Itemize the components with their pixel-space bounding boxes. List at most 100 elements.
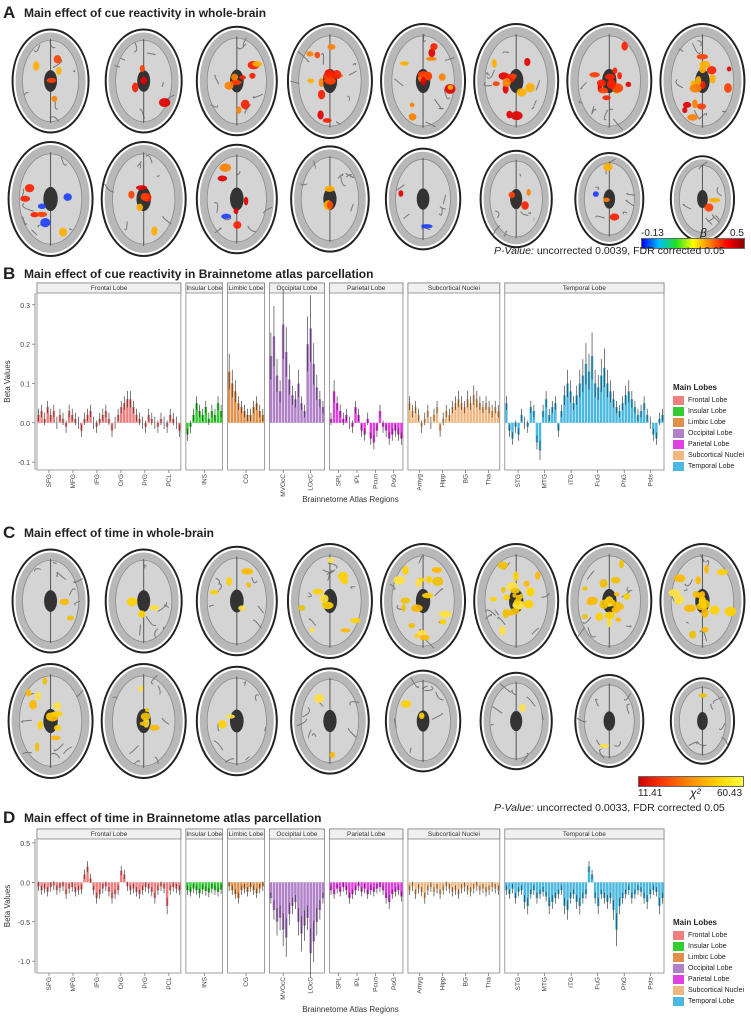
bar <box>321 882 325 899</box>
bar <box>658 882 661 906</box>
bar <box>372 422 376 443</box>
legend-swatch <box>673 997 684 1006</box>
bar <box>372 882 376 892</box>
x-tick-label: IFG <box>94 977 101 988</box>
bar <box>584 882 588 895</box>
legend-label: Limbic Lobe <box>688 419 726 426</box>
facet-label: Occipital Lobe <box>276 831 318 838</box>
bar <box>581 375 585 423</box>
bar <box>269 355 273 423</box>
y-tick-label: 0.2 <box>20 342 30 349</box>
lobe-facet: Parietal Lobe <box>329 828 404 974</box>
bar <box>463 407 466 423</box>
x-tick-label: ITG <box>568 474 575 485</box>
brain-slice <box>100 141 187 257</box>
bar <box>547 882 551 906</box>
facet-label: Limbic Lobe <box>228 831 263 838</box>
x-tick-label: CG <box>243 977 250 987</box>
lobe-facet: Occipital Lobe <box>269 828 325 979</box>
brain-row-a2 <box>4 138 749 260</box>
x-tick-label: CG <box>243 474 250 484</box>
legend-swatch <box>673 953 684 962</box>
bar <box>612 399 615 423</box>
bar <box>572 403 575 423</box>
brain-slice <box>566 23 653 139</box>
bar <box>284 352 288 423</box>
x-tick-label: IPL <box>354 474 361 484</box>
bar <box>645 882 649 903</box>
bar <box>318 882 322 910</box>
y-tick-label: 0.3 <box>20 303 30 310</box>
brain-row-c1 <box>4 540 749 662</box>
bar <box>297 383 300 423</box>
lobe-facet: Subcortical Nuclei <box>407 282 501 471</box>
facet-label: Parietal Lobe <box>347 285 386 292</box>
bar <box>514 882 517 899</box>
bar <box>438 882 442 895</box>
lobe-facet: Temporal Lobe <box>504 828 665 974</box>
panel-d-title: Main effect of time in Brainnetome atlas… <box>24 811 322 825</box>
bar <box>204 407 208 423</box>
brain-slice <box>7 663 94 779</box>
lobe-facet: Parietal Lobe <box>329 282 404 471</box>
bar <box>132 407 135 423</box>
x-tick-label: MFG <box>70 474 77 488</box>
bar <box>369 422 373 439</box>
panel-letter-a: A <box>3 3 16 22</box>
bar <box>603 367 606 423</box>
legend-item: Temporal Lobe <box>673 461 744 472</box>
legend-swatch <box>673 396 684 405</box>
bar <box>150 882 154 892</box>
bar <box>119 407 123 423</box>
y-tick-label: 0.0 <box>20 421 30 428</box>
pvalue-a-label: P-Value: <box>494 245 534 257</box>
brain-slice <box>574 674 645 768</box>
x-tick-label: LOcC <box>308 977 315 994</box>
brain-slice <box>384 669 462 773</box>
bar <box>554 403 557 423</box>
x-tick-label: FuG <box>595 977 602 990</box>
colorbar-a <box>641 238 745 249</box>
legend-item: Subcortical Nuclei <box>673 985 744 996</box>
x-tick-label: MTG <box>542 977 549 991</box>
bar <box>315 882 319 922</box>
bar <box>615 882 618 930</box>
brain-slice <box>479 671 553 771</box>
x-tick-label: Tha <box>485 977 492 989</box>
legend-label: Insular Lobe <box>688 408 727 415</box>
brain-slice <box>104 28 183 134</box>
bar <box>291 882 294 906</box>
axial-slices-c-bottom <box>7 663 736 779</box>
bar <box>216 882 220 892</box>
lobe-facet: Frontal Lobe <box>36 828 182 974</box>
bar <box>129 399 132 423</box>
bar <box>487 407 491 423</box>
bar <box>288 379 291 423</box>
bar <box>300 403 303 423</box>
bar <box>593 882 597 899</box>
x-tick-label: PhG <box>621 474 628 487</box>
bar <box>246 882 249 892</box>
bar <box>294 882 297 903</box>
x-tick-label: SPL <box>336 977 343 990</box>
bar <box>335 403 339 423</box>
bar <box>387 422 391 439</box>
x-tick-label: Psts <box>648 976 655 989</box>
brain-slice <box>473 543 560 659</box>
legend-label: Frontal Lobe <box>688 397 728 404</box>
bar <box>484 882 488 892</box>
x-tick-label: Tha <box>485 474 492 486</box>
bar <box>291 395 294 423</box>
facet-label: Parietal Lobe <box>347 831 386 838</box>
bar <box>288 882 291 914</box>
bar <box>312 363 315 423</box>
brain-row-a1 <box>4 20 749 142</box>
legend-label: Parietal Lobe <box>688 976 730 983</box>
brain-slice <box>286 23 373 139</box>
bar <box>135 882 138 892</box>
axial-slices-a-bottom <box>7 141 736 257</box>
bar <box>281 324 285 423</box>
legend-label: Insular Lobe <box>688 943 727 950</box>
